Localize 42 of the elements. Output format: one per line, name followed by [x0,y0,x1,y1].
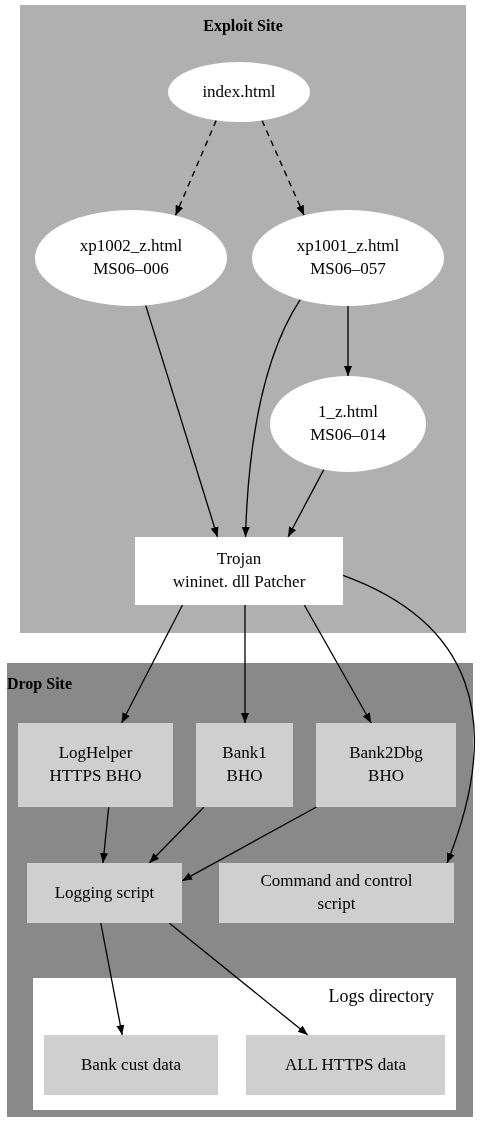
process-box [196,723,293,807]
arrow [120,604,184,724]
arrow [174,119,217,217]
arrow [342,574,475,864]
arrow [261,119,305,216]
node-label: Logging script [54,881,155,904]
node-label: wininet. dll Patcher [172,571,306,593]
process-box [316,723,456,807]
process-box [135,537,343,605]
node-label: Bank1 BHO [221,742,268,787]
node-label: Trojan [216,548,262,571]
cluster-panel [7,663,473,1117]
node-label: ALL HTTPS data [284,1053,407,1076]
process-box [44,1035,218,1095]
arrow [148,806,205,864]
arrow [100,922,125,1036]
node-label: Bank cust data [80,1053,182,1076]
node-label: index.html [202,80,276,103]
arrow [100,806,110,864]
cluster-title: Drop Site [7,675,73,693]
cluster-panel [33,978,456,1110]
arrow [241,604,249,724]
cluster-title: Logs directory [328,986,434,1007]
arrow [344,305,352,377]
arrow [145,304,219,538]
cluster-title: Exploit Site [202,17,284,35]
cluster-panel [20,5,466,633]
node-label: Bank2Dbg BHO [348,742,424,787]
process-box [219,863,454,923]
arrow [181,806,318,882]
node-label: 1_z.html MS06–014 [309,401,387,446]
arrow [287,468,325,538]
node-label: xp1001_z.html MS06–057 [295,235,401,280]
arrow [303,604,372,724]
arrow [241,298,301,538]
node-label: xp1002_z.html MS06–006 [78,235,184,280]
arrow [168,922,309,1036]
node-label: LogHelper HTTPS BHO [48,742,143,787]
node-label: Command and control script [259,870,414,915]
process-box [27,863,182,923]
process-box [246,1035,445,1095]
process-box [18,723,173,807]
